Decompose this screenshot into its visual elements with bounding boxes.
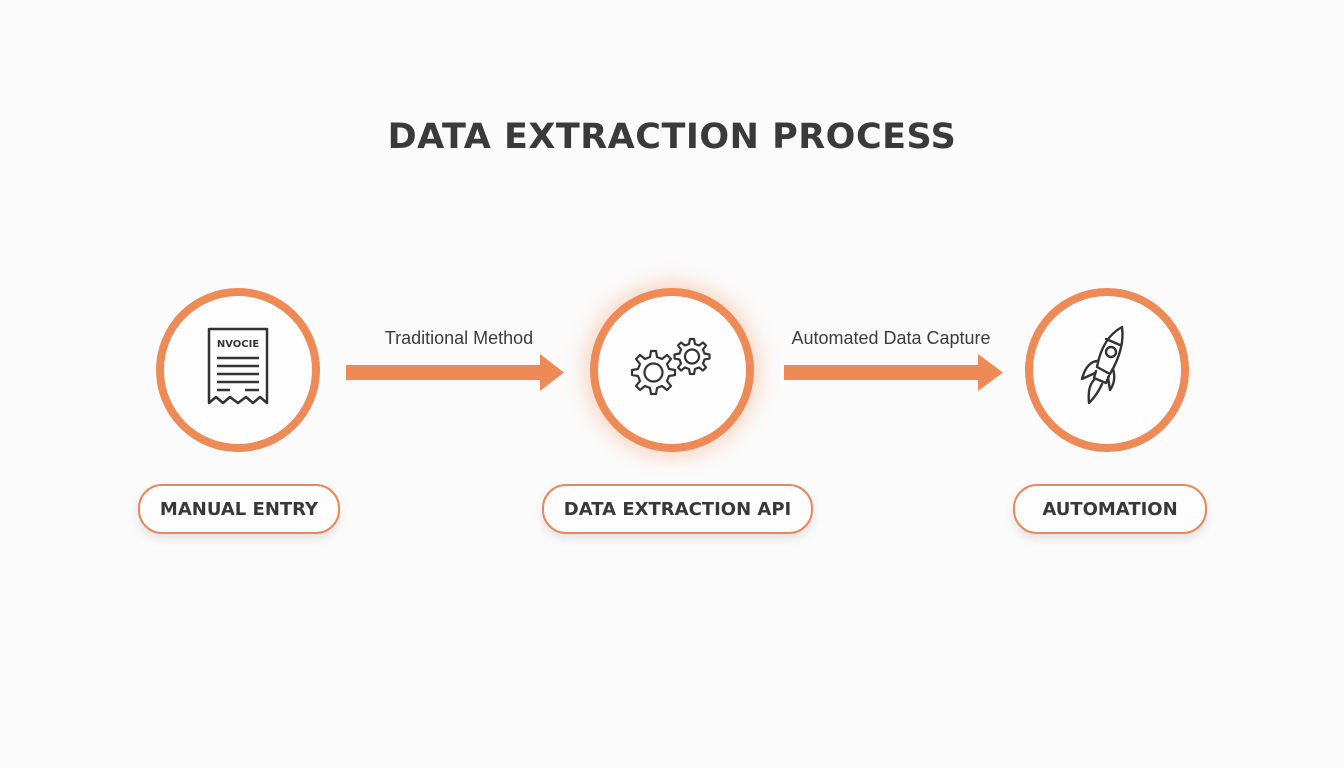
manual-entry-label: MANUAL ENTRY xyxy=(138,484,340,534)
traditional-method-label: Traditional Method xyxy=(384,328,534,348)
manual-entry-text: MANUAL ENTRY xyxy=(159,498,319,520)
arrow-right-icon xyxy=(784,354,1003,391)
invoice-document-icon: NVOCIE xyxy=(207,327,269,405)
gears-icon xyxy=(630,337,711,396)
data-extraction-api-text: DATA EXTRACTION API xyxy=(563,498,792,520)
diagram-title: DATA EXTRACTION PROCESS xyxy=(387,117,957,157)
automated-data-capture-label: Automated Data Capture xyxy=(791,328,991,348)
arrow-right-icon xyxy=(346,354,564,391)
data-extraction-api-label: DATA EXTRACTION API xyxy=(542,484,813,534)
invoice-label: NVOCIE xyxy=(217,339,259,350)
data-extraction-api-node xyxy=(590,288,754,452)
rocket-icon xyxy=(1080,325,1124,404)
automation-label: AUTOMATION xyxy=(1013,484,1207,534)
automation-node xyxy=(1025,288,1189,452)
manual-entry-node: NVOCIE xyxy=(156,288,320,452)
automation-text: AUTOMATION xyxy=(1042,498,1178,520)
